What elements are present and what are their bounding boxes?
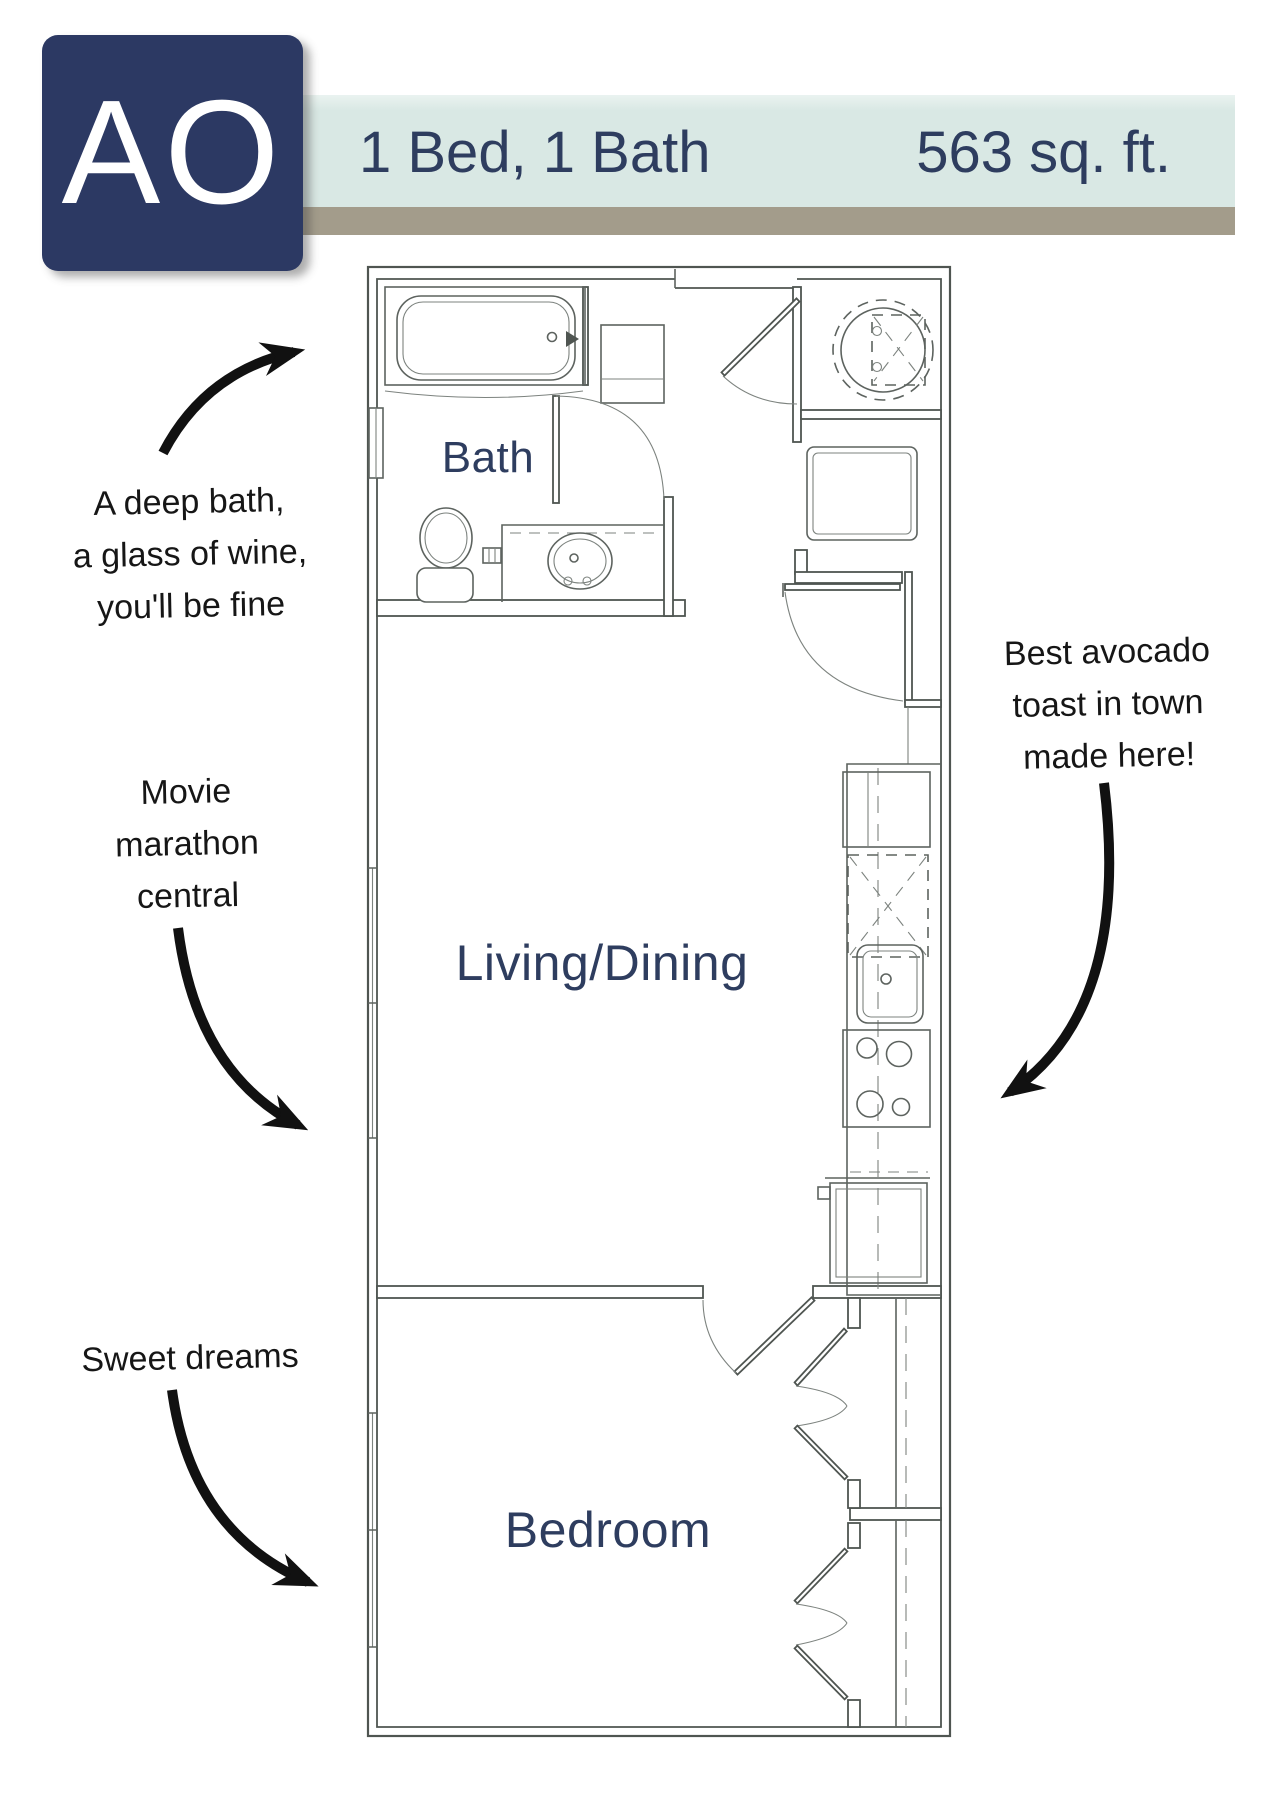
exterior-walls bbox=[366, 265, 952, 1738]
linen-shelf bbox=[600, 324, 665, 404]
unit-code: AO bbox=[61, 70, 284, 235]
stove bbox=[842, 1029, 931, 1128]
arrow-to-bath bbox=[158, 342, 306, 456]
closet-shelving bbox=[895, 1298, 907, 1727]
label-bedroom: Bedroom bbox=[505, 1502, 711, 1558]
dishwasher bbox=[817, 1171, 930, 1284]
kitchen-sink bbox=[856, 944, 924, 1024]
arrow-to-kitchen bbox=[1000, 782, 1115, 1099]
windows bbox=[368, 407, 384, 1648]
label-living-dining: Living/Dining bbox=[456, 935, 749, 991]
vanity-sink bbox=[482, 524, 664, 602]
arrow-to-living bbox=[173, 927, 309, 1131]
annotation-arrows bbox=[158, 342, 1115, 1587]
refrigerator bbox=[842, 771, 931, 848]
closet-bifold-upper bbox=[793, 1327, 849, 1481]
arrow-to-bedroom bbox=[167, 1389, 319, 1587]
header-accent-bar bbox=[303, 207, 1235, 235]
toilet bbox=[416, 507, 474, 603]
closet-bifold-lower bbox=[793, 1547, 849, 1701]
unit-code-badge: AO bbox=[42, 35, 303, 271]
bedroom-door bbox=[702, 1296, 816, 1376]
water-heater bbox=[806, 446, 918, 541]
interior-walls bbox=[376, 286, 942, 1728]
bath-door bbox=[552, 395, 665, 504]
entry-door bbox=[720, 297, 801, 405]
note-kitchen: Best avocado toast in town made here! bbox=[1003, 630, 1211, 777]
header-banner: 1 Bed, 1 Bath 563 sq. ft. bbox=[303, 95, 1235, 207]
note-living: Movie marathon central bbox=[114, 772, 260, 917]
hall-door bbox=[782, 583, 904, 702]
note-bedroom: Sweet dreams bbox=[80, 1336, 300, 1380]
note-bath: A deep bath, a glass of wine, you'll be … bbox=[72, 481, 308, 627]
square-footage: 563 sq. ft. bbox=[916, 120, 1171, 185]
bathtub bbox=[384, 286, 586, 399]
washer-dryer bbox=[832, 299, 934, 401]
bed-bath-specs: 1 Bed, 1 Bath bbox=[359, 120, 711, 185]
pantry-space bbox=[847, 854, 929, 958]
label-bath: Bath bbox=[442, 433, 535, 482]
